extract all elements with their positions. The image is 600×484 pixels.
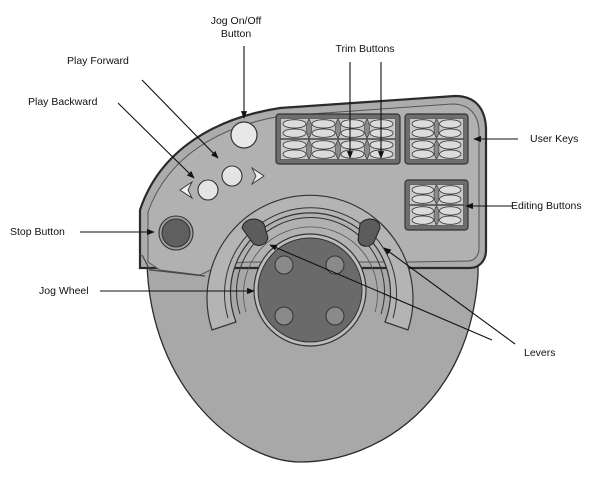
jog-dimple [325, 306, 345, 326]
jog-dimple [325, 255, 345, 275]
trim-buttons-key[interactable] [311, 140, 336, 150]
play-forward-button[interactable] [221, 165, 243, 187]
trim-buttons-key[interactable] [340, 128, 365, 138]
editing-buttons-separator [433, 185, 440, 204]
user-keys-key[interactable] [411, 119, 434, 129]
trim-buttons-key[interactable] [340, 149, 365, 159]
jog-on-off-button[interactable] [230, 121, 258, 149]
horseshoe-track-inner2 [243, 226, 378, 313]
user-keys-key[interactable] [439, 119, 462, 129]
user-keys [404, 113, 469, 165]
editing-buttons-key[interactable] [411, 194, 434, 204]
trim-buttons-separator [364, 119, 370, 138]
chevron-left-icon [179, 180, 194, 200]
label-levers: Levers [524, 347, 556, 359]
trim-buttons-separator [306, 140, 312, 159]
trim-buttons-key[interactable] [282, 149, 307, 159]
trim-buttons-key[interactable] [311, 128, 336, 138]
jog-dimple [274, 306, 294, 326]
label-jog-on-off: Jog On/Off [211, 15, 262, 27]
levers [241, 218, 381, 247]
horseshoe-track-outer [224, 207, 397, 319]
transport-controls [158, 121, 265, 251]
trim-buttons-separator [364, 140, 370, 159]
jog-dimple [274, 255, 294, 275]
chevron-right-icon [250, 166, 265, 186]
trim-buttons-key[interactable] [340, 119, 365, 129]
callout-labels: Jog On/Off Button Play Forward Play Back… [10, 15, 582, 359]
trim-buttons [275, 113, 401, 165]
trim-buttons-separator [335, 119, 341, 138]
user-keys-separator [433, 140, 440, 159]
jog-wheel-face[interactable] [257, 237, 363, 343]
user-keys-key[interactable] [411, 149, 434, 159]
trim-buttons-separator [335, 140, 341, 159]
label-trim-buttons: Trim Buttons [335, 43, 394, 55]
editing-buttons-key[interactable] [439, 194, 462, 204]
horseshoe-track-inner [236, 217, 385, 315]
label-editing-buttons: Editing Buttons [511, 200, 582, 212]
user-keys-separator [433, 119, 440, 138]
user-keys-key[interactable] [411, 140, 434, 150]
lever-left[interactable] [241, 218, 269, 246]
user-keys-key[interactable] [439, 149, 462, 159]
jog-wheel[interactable] [253, 233, 367, 347]
label-play-forward: Play Forward [67, 55, 129, 67]
callout-leaders [80, 46, 518, 345]
leader-play-backward [117, 102, 195, 179]
editing-buttons-key[interactable] [439, 185, 462, 195]
key-groups [275, 113, 469, 231]
editing-buttons-key[interactable] [411, 206, 434, 216]
user-keys-key[interactable] [439, 140, 462, 150]
editing-buttons-separator [433, 206, 440, 225]
user-keys-key[interactable] [411, 128, 434, 138]
trim-buttons-key[interactable] [282, 128, 307, 138]
label-jog-wheel: Jog Wheel [39, 285, 89, 297]
trim-buttons-key[interactable] [282, 140, 307, 150]
stop-button[interactable] [161, 218, 191, 248]
editing-buttons-key[interactable] [439, 206, 462, 216]
trim-buttons-key[interactable] [311, 119, 336, 129]
editing-buttons [404, 179, 469, 231]
trim-buttons-key[interactable] [282, 119, 307, 129]
editing-buttons-key[interactable] [411, 215, 434, 225]
trim-buttons-key[interactable] [340, 140, 365, 150]
editing-buttons-key[interactable] [411, 185, 434, 195]
label-play-backward: Play Backward [28, 96, 98, 108]
label-jog-on-off-line2: Button [221, 28, 252, 40]
label-user-keys: User Keys [530, 133, 578, 145]
lever-right[interactable] [357, 218, 381, 247]
left-wing-shadow [141, 254, 206, 277]
trim-buttons-key[interactable] [311, 149, 336, 159]
play-backward-button[interactable] [197, 179, 219, 201]
trim-buttons-separator [306, 119, 312, 138]
leader-lever-left [269, 244, 493, 341]
leader-play-forward [141, 79, 219, 159]
user-keys-key[interactable] [439, 128, 462, 138]
label-stop-button: Stop Button [10, 226, 65, 238]
leader-lever-right [383, 247, 516, 345]
editing-buttons-key[interactable] [439, 215, 462, 225]
